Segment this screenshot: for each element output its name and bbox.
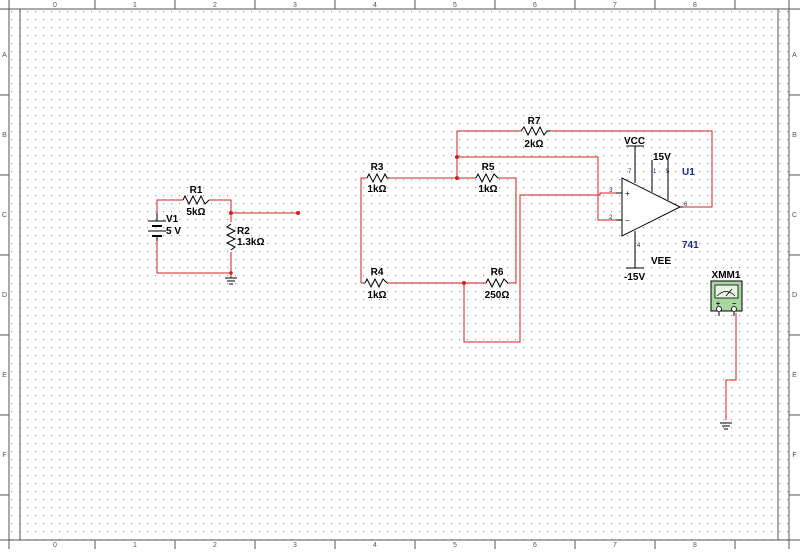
r6-value-label: 250Ω [485, 290, 510, 301]
v1-ref-label: V1 [166, 214, 179, 225]
ruler-col-label: 8 [693, 2, 697, 9]
resistor-r4[interactable]: R4 1kΩ [364, 267, 388, 301]
ruler-col-label: 0 [53, 2, 57, 9]
u1-plus-sign: + [625, 189, 630, 198]
r7-ref-label: R7 [528, 116, 541, 127]
r4-ref-label: R4 [371, 267, 384, 278]
ruler-col-label: 2 [213, 2, 217, 9]
resistor-r1[interactable]: R1 5kΩ [182, 185, 210, 218]
u1-model-label: 741 [682, 240, 699, 251]
r2-ref-label: R2 [237, 226, 250, 237]
ruler-row-label: D [2, 292, 7, 299]
r2-value-label: 1.3kΩ [237, 237, 264, 248]
ruler-row-label: B [2, 132, 7, 139]
resistor-r2[interactable]: R2 1.3kΩ [225, 223, 264, 251]
r1-ref-label: R1 [190, 185, 203, 196]
resistor-r6[interactable]: R6 250Ω [485, 267, 510, 301]
u1-pin-number: 1 [653, 169, 657, 175]
ruler-col-label: 2 [213, 542, 217, 549]
junction-dot [229, 211, 233, 215]
ruler-col-label: 3 [293, 2, 297, 9]
u1-vee-value: -15V [624, 272, 645, 283]
ground-icon[interactable] [225, 277, 237, 285]
ground-icon[interactable] [720, 422, 732, 430]
ruler-col-label: 1 [133, 542, 137, 549]
v1-value-label: 5 V [166, 226, 181, 237]
r3-ref-label: R3 [371, 162, 384, 173]
ruler-row-label: A [792, 52, 797, 59]
r6-ref-label: R6 [491, 267, 504, 278]
u1-pin-number: 4 [637, 243, 641, 249]
ruler-col-label: 7 [613, 2, 617, 9]
multimeter-xmm1[interactable]: XMM1 + − [710, 270, 743, 316]
resistor-r5[interactable]: R5 1kΩ [475, 162, 499, 195]
junction-dot [462, 281, 466, 285]
u1-vcc-label: VCC [624, 136, 645, 147]
r3-value-label: 1kΩ [367, 184, 386, 195]
u1-pin-number: 2 [609, 215, 613, 221]
r5-value-label: 1kΩ [478, 184, 497, 195]
r7-value-label: 2kΩ [524, 139, 543, 150]
wire-endpoint[interactable] [296, 211, 300, 215]
junction-dot [455, 176, 459, 180]
junction-dot [455, 155, 459, 159]
u1-pin-number: 6 [684, 202, 688, 208]
ruler-col-label: 4 [373, 542, 377, 549]
ruler-col-label: 5 [453, 2, 457, 9]
ruler-col-label: 8 [693, 542, 697, 549]
xmm1-minus-terminal[interactable] [731, 306, 737, 312]
u1-ref-label: U1 [682, 167, 695, 178]
ruler-row-label: E [792, 372, 797, 379]
ruler-col-label: 6 [533, 2, 537, 9]
opamp-u1[interactable]: 3 2 7 1 5 4 6 + − VCC 15V U1 741 VEE -15… [609, 136, 699, 283]
ruler-row-label: F [792, 452, 796, 459]
u1-vcc-value: 15V [653, 152, 671, 163]
junction-dot [229, 271, 233, 275]
ruler-row-label: E [2, 372, 7, 379]
u1-vee-label: VEE [651, 256, 671, 267]
ruler-col-label: 1 [133, 2, 137, 9]
ruler-row-label: C [2, 212, 7, 219]
ruler-row-label: D [792, 292, 797, 299]
xmm1-ref-label: XMM1 [712, 270, 741, 281]
r4-value-label: 1kΩ [367, 290, 386, 301]
ruler-col-label: 3 [293, 542, 297, 549]
wires-opamp[interactable] [360, 130, 737, 420]
ruler-col-label: 6 [533, 542, 537, 549]
r5-ref-label: R5 [482, 162, 495, 173]
ruler-row-label: A [2, 52, 7, 59]
ruler-col-label: 5 [453, 542, 457, 549]
xmm1-minus-sign: − [732, 301, 736, 308]
u1-pin-number: 7 [628, 169, 632, 175]
resistor-r3[interactable]: R3 1kΩ [366, 162, 389, 195]
ruler-row-label: C [792, 212, 797, 219]
xmm1-plus-sign: + [716, 301, 720, 308]
u1-pin-number: 3 [609, 188, 613, 194]
ruler-col-label: 7 [613, 542, 617, 549]
ruler-row-label: B [792, 132, 797, 139]
u1-pin-number: 5 [666, 169, 670, 175]
ruler-row-label: F [2, 452, 6, 459]
u1-minus-sign: − [625, 216, 630, 225]
battery-v1[interactable]: V1 5 V [148, 213, 181, 241]
r1-value-label: 5kΩ [186, 207, 205, 218]
resistor-r7[interactable]: R7 2kΩ [520, 116, 550, 150]
ruler-col-label: 0 [53, 542, 57, 549]
xmm1-plus-terminal[interactable] [716, 306, 722, 312]
ruler-col-label: 4 [373, 2, 377, 9]
